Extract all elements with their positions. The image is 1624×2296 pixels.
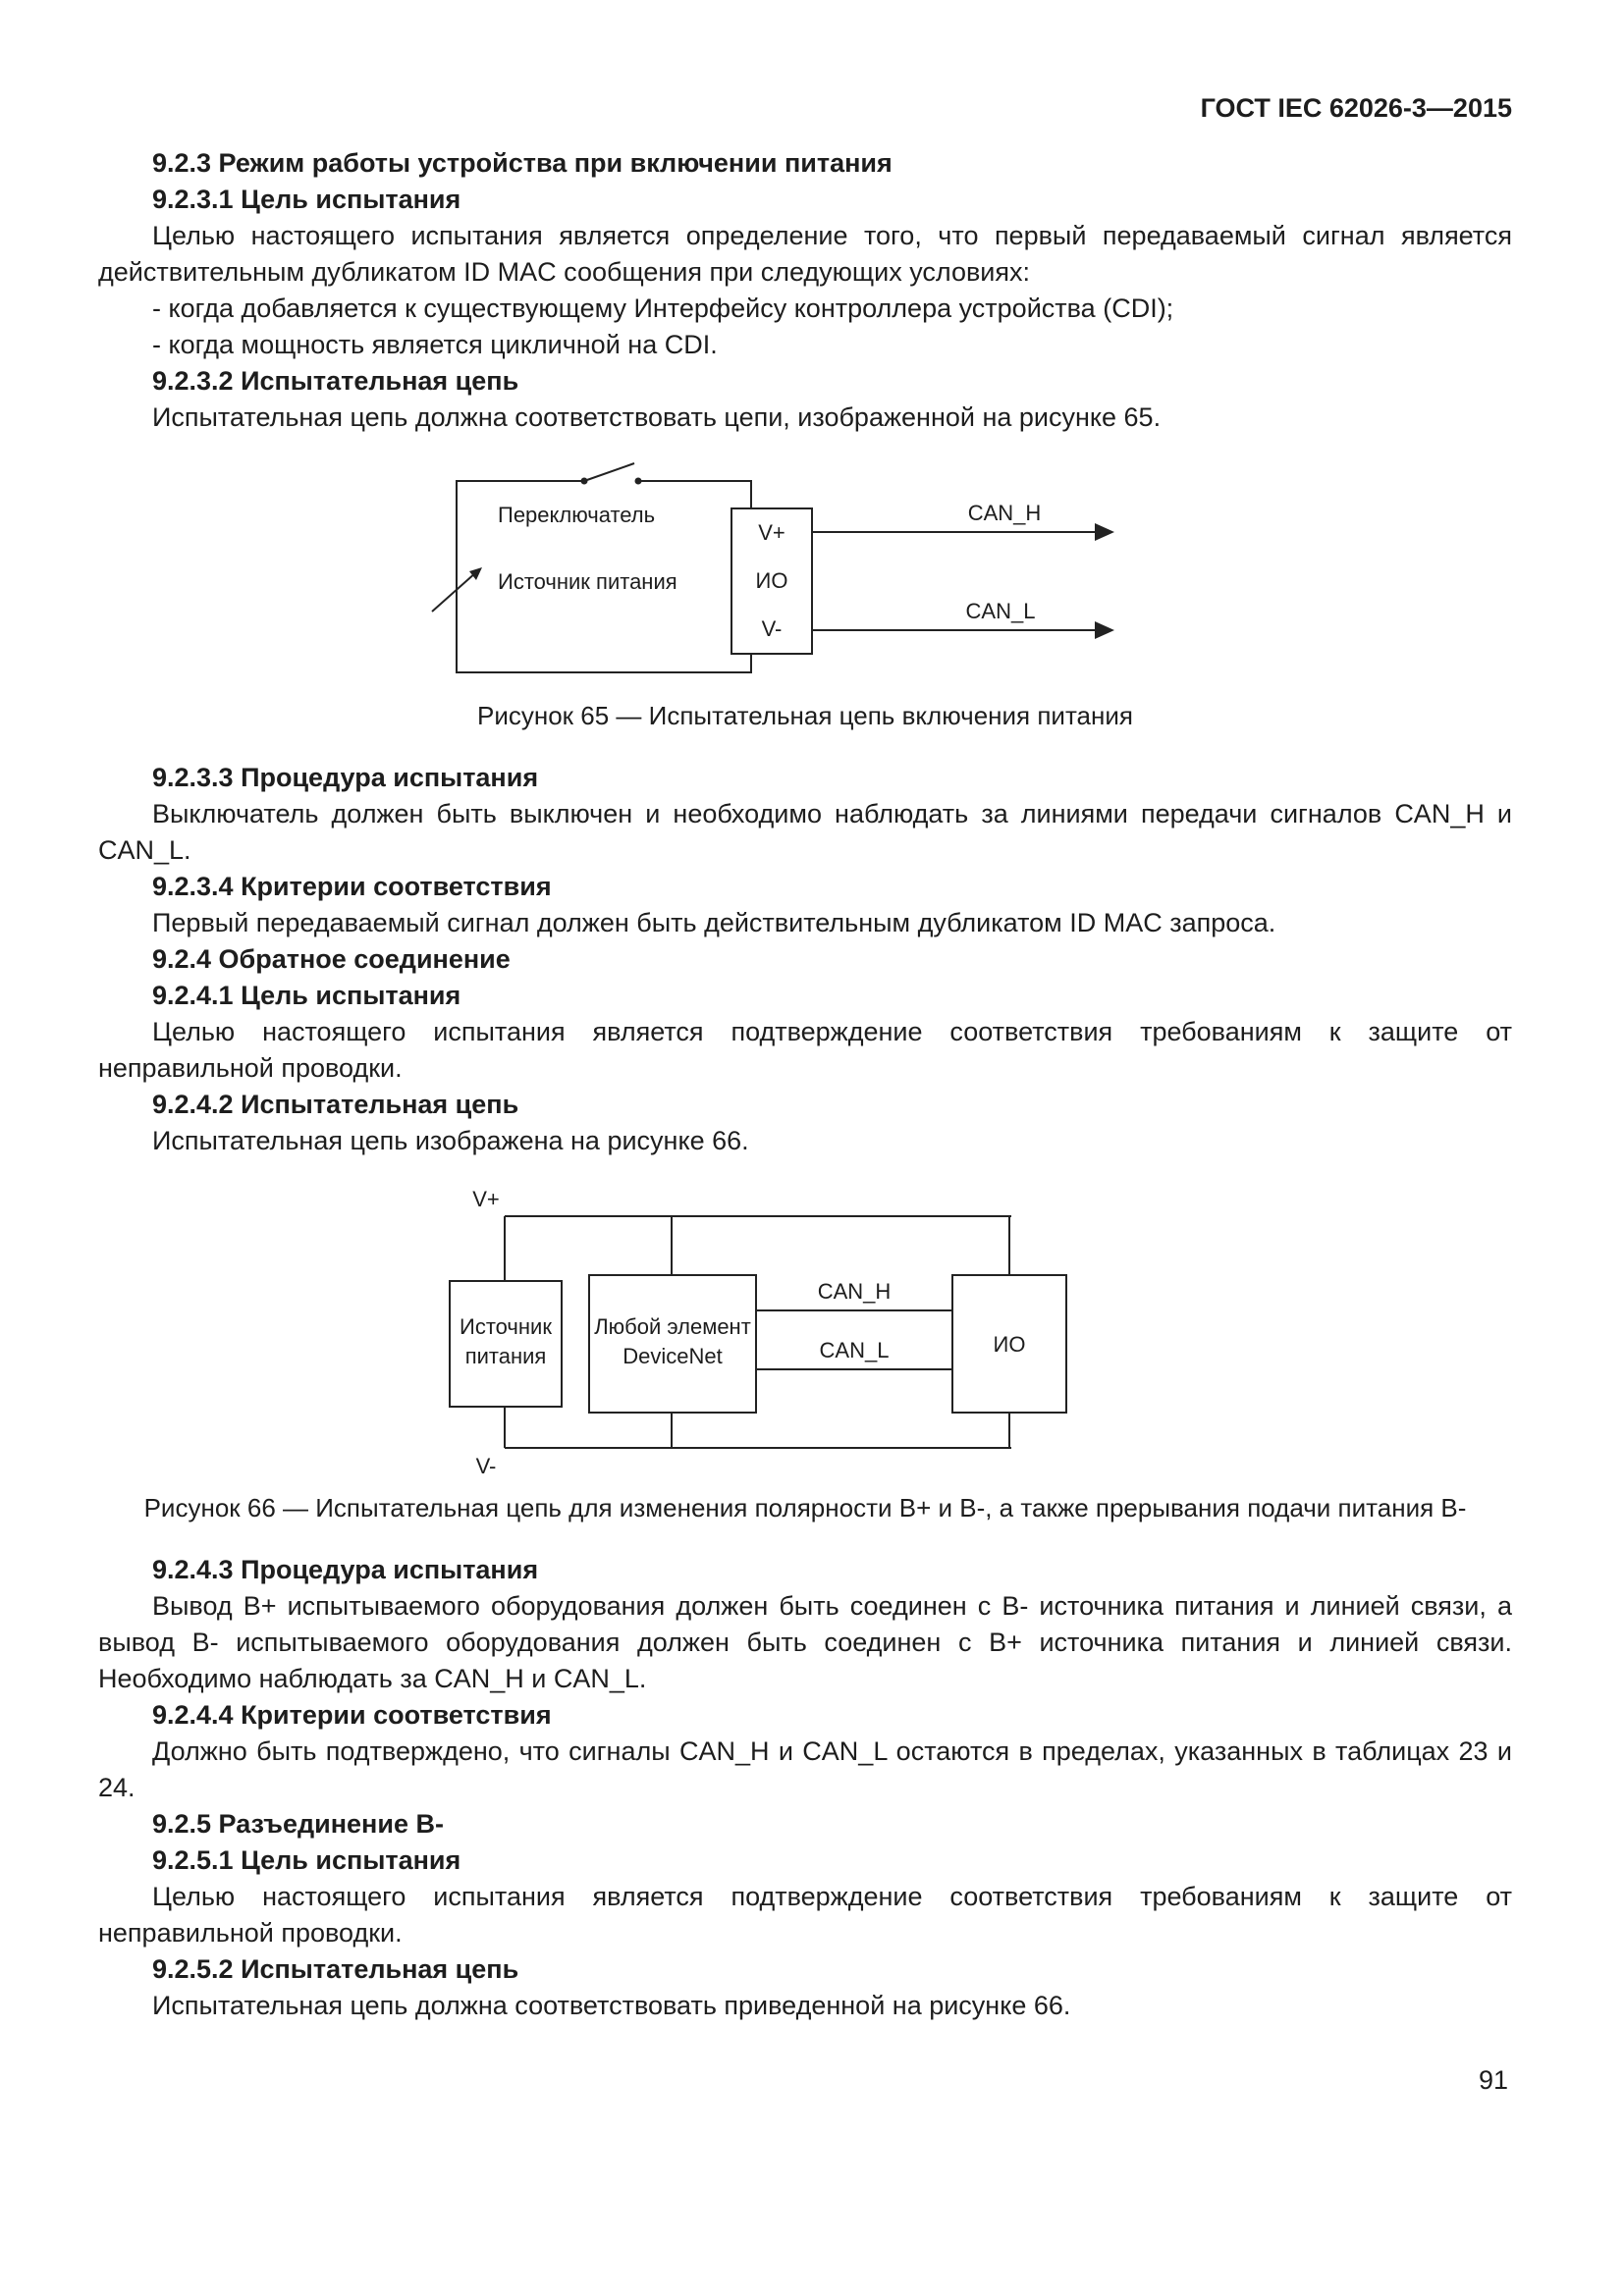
power-source-box-outline (456, 480, 752, 673)
io-box (731, 507, 813, 655)
variable-arrow-icon (431, 571, 477, 613)
v-plus-rail-label: V+ (472, 1187, 500, 1211)
switch-label: Переключатель (498, 503, 655, 527)
io-box (951, 1274, 1067, 1414)
power-source-box (449, 1280, 563, 1408)
heading-9-2-5-2: 9.2.5.2 Испытательная цепь (152, 1954, 519, 1984)
figure-65-caption: Рисунок 65 — Испытательная цепь включени… (477, 701, 1133, 730)
io-label: ИО (994, 1332, 1026, 1357)
paragraph-test-purpose: Целью настоящего испытания является опре… (98, 221, 1512, 287)
switch-blade-icon (583, 462, 635, 482)
io-label: ИО (756, 568, 788, 593)
heading-9-2-5-1: 9.2.5.1 Цель испытания (152, 1845, 461, 1875)
paragraph-procedure-65: Выключатель должен быть выключен и необх… (98, 799, 1512, 865)
heading-9-2-3-3: 9.2.3.3 Процедура испытания (152, 763, 539, 792)
switch-contact-left (580, 477, 588, 485)
can-l-label: CAN_L (820, 1338, 890, 1362)
switch-contact-right (634, 477, 642, 485)
heading-9-2-4-1: 9.2.4.1 Цель испытания (152, 981, 461, 1010)
page-number: 91 (1478, 2065, 1508, 2095)
devicenet-label-line1: Любой элемент (594, 1314, 751, 1339)
paragraph-purpose-66: Целью настоящего испытания является подт… (98, 1017, 1512, 1083)
v-minus-rail-label: V- (476, 1454, 497, 1478)
devicenet-element-box (588, 1274, 757, 1414)
heading-9-2-4-3: 9.2.4.3 Процедура испытания (152, 1555, 539, 1584)
can-h-arrowhead (1095, 523, 1114, 541)
heading-9-2-3-1: 9.2.3.1 Цель испытания (152, 185, 461, 214)
can-l-arrowhead (1095, 621, 1114, 639)
paragraph-circuit-9-2-5: Испытательная цепь должна соответствоват… (152, 1991, 1071, 2020)
can-h-label: CAN_H (818, 1279, 892, 1304)
heading-9-2-3-2: 9.2.3.2 Испытательная цепь (152, 366, 519, 396)
variable-arrowhead (469, 567, 482, 580)
paragraph-procedure-66: Вывод В+ испытываемого оборудования долж… (98, 1591, 1512, 1693)
figure-65: Переключатель Источник питания V+ ИО V- … (98, 461, 1512, 687)
v-plus-label: V+ (758, 520, 785, 545)
paragraph-criteria-66: Должно быть подтверждено, что сигналы CA… (98, 1736, 1512, 1802)
figure-65-diagram: Переключатель Источник питания V+ ИО V- … (431, 462, 1114, 673)
figure-66-diagram: V+ Источник питания Любой элемент Device… (449, 1187, 1067, 1478)
heading-9-2-4: 9.2.4 Обратное соединение (152, 944, 511, 974)
power-source-label: Источник питания (498, 569, 677, 594)
paragraph-purpose-9-2-5: Целью настоящего испытания является подт… (98, 1882, 1512, 1948)
v-minus-label: V- (762, 616, 783, 641)
heading-9-2-3: 9.2.3 Режим работы устройства при включе… (152, 148, 893, 178)
heading-9-2-3-4: 9.2.3.4 Критерии соответствия (152, 872, 552, 901)
list-item-cdi-added: - когда добавляется к существующему Инте… (152, 294, 1174, 323)
can-l-label: CAN_L (966, 599, 1036, 623)
power-source-label-line1: Источник (460, 1314, 552, 1339)
heading-9-2-5: 9.2.5 Разъединение В- (152, 1809, 444, 1839)
devicenet-label-line2: DeviceNet (623, 1344, 722, 1368)
heading-9-2-4-2: 9.2.4.2 Испытательная цепь (152, 1090, 519, 1119)
paragraph-criteria-65: Первый передаваемый сигнал должен быть д… (152, 908, 1276, 937)
can-h-label: CAN_H (968, 501, 1042, 525)
power-source-label-line2: питания (465, 1344, 547, 1368)
paragraph-circuit-66: Испытательная цепь изображена на рисунке… (152, 1126, 749, 1155)
list-item-cdi-power: - когда мощность является цикличной на C… (152, 330, 718, 359)
paragraph-circuit-65: Испытательная цепь должна соответствоват… (152, 402, 1162, 432)
heading-9-2-4-4: 9.2.4.4 Критерии соответствия (152, 1700, 552, 1730)
figure-66: V+ Источник питания Любой элемент Device… (98, 1185, 1512, 1479)
figure-66-caption: Рисунок 66 — Испытательная цепь для изме… (143, 1493, 1467, 1522)
document-title: ГОСТ IEC 62026-3—2015 (1200, 93, 1512, 123)
